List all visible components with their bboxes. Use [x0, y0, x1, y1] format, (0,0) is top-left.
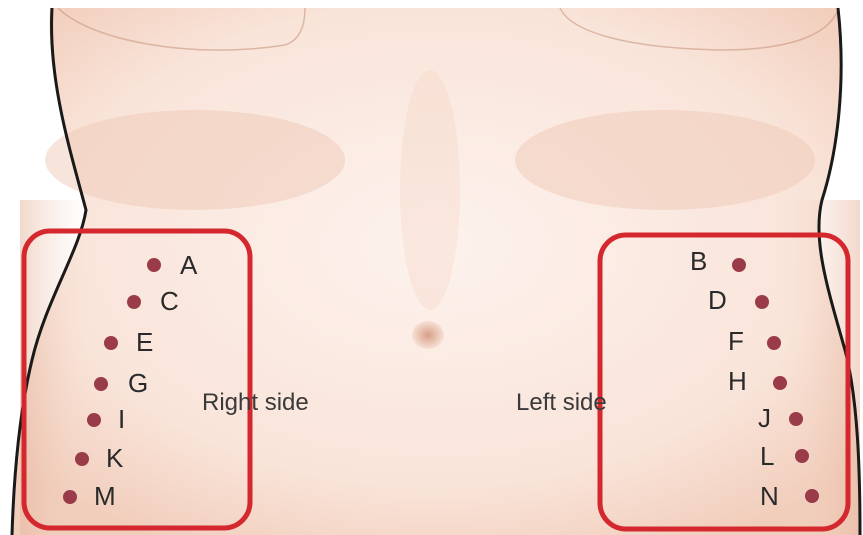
- point-c-dot: [127, 295, 141, 309]
- rib-shadow-left: [45, 110, 345, 210]
- point-b-dot: [732, 258, 746, 272]
- point-f-dot: [767, 336, 781, 350]
- point-l-dot: [795, 449, 809, 463]
- linea-alba-shading: [400, 70, 460, 310]
- point-i-label: I: [118, 404, 125, 434]
- point-g-label: G: [128, 368, 148, 398]
- point-g-dot: [94, 377, 108, 391]
- point-l-label: L: [760, 441, 774, 471]
- point-b-label: B: [690, 246, 707, 276]
- point-i-dot: [87, 413, 101, 427]
- point-f-label: F: [728, 326, 744, 356]
- point-n-dot: [805, 489, 819, 503]
- point-k-dot: [75, 452, 89, 466]
- left-side-label: Left side: [516, 389, 607, 416]
- point-c-label: C: [160, 286, 179, 316]
- point-e-dot: [104, 336, 118, 350]
- point-j-dot: [789, 412, 803, 426]
- point-m-label: M: [94, 481, 116, 511]
- navel: [412, 321, 444, 349]
- right-side-label: Right side: [202, 389, 309, 416]
- point-h-label: H: [728, 366, 747, 396]
- point-d-label: D: [708, 285, 727, 315]
- point-h-dot: [773, 376, 787, 390]
- point-a-dot: [147, 258, 161, 272]
- point-e-label: E: [136, 327, 153, 357]
- point-k-label: K: [106, 443, 124, 473]
- point-d-dot: [755, 295, 769, 309]
- point-n-label: N: [760, 481, 779, 511]
- rib-shadow-right: [515, 110, 815, 210]
- point-j-label: J: [758, 403, 771, 433]
- point-m-dot: [63, 490, 77, 504]
- point-a-label: A: [180, 250, 198, 280]
